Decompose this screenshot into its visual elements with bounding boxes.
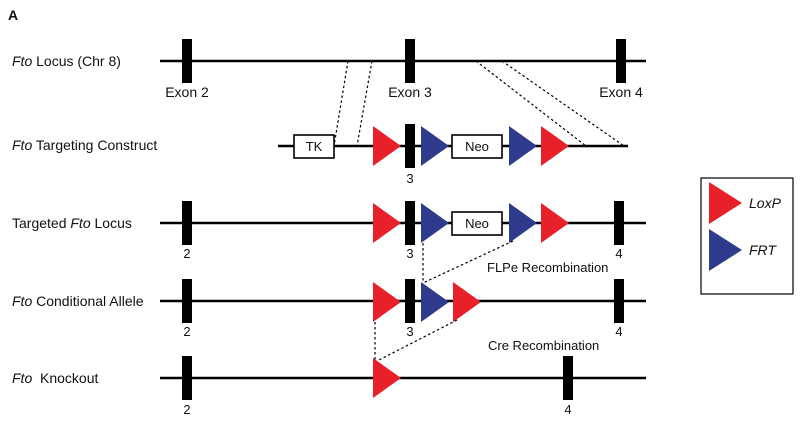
conditional-exon-2-label: 2: [183, 324, 190, 339]
legend: LoxP FRT: [700, 177, 794, 295]
panel-label: A: [8, 7, 18, 23]
row-fto-locus: Fto Locus (Chr 8) Exon 2 Exon 3 Exon 4: [12, 39, 646, 100]
targeted-exon-4: [614, 201, 624, 245]
construct-frt-2: [509, 126, 537, 166]
locus-exon-3: [405, 39, 415, 83]
legend-loxp-label: LoxP: [749, 195, 782, 211]
flpe-recombination-label: FLPe Recombination: [487, 260, 608, 275]
cre-lines: [374, 319, 458, 363]
targeted-exon-2: [182, 201, 192, 245]
locus-exon-4: [616, 39, 626, 83]
locus-exon-2: [182, 39, 192, 83]
targeted-neo-label: Neo: [465, 216, 489, 231]
targeted-loxp-1: [373, 203, 401, 243]
targeted-frt-1: [421, 203, 449, 243]
knockout-exon-2: [182, 356, 192, 400]
flpe-lines: [422, 240, 514, 284]
row-targeted-locus: Targeted Fto Locus Neo 2 3 4: [12, 201, 646, 261]
legend-frt-icon: [709, 229, 742, 271]
locus-exon-4-label: Exon 4: [599, 84, 643, 100]
legend-loxp-icon: [709, 182, 742, 224]
knockout-exon-2-label: 2: [183, 402, 190, 417]
conditional-loxp-1: [373, 282, 401, 322]
row-label-targeted: Targeted Fto Locus: [12, 215, 132, 231]
construct-exon-3: [405, 124, 415, 168]
row-label-locus: Fto Locus (Chr 8): [12, 53, 121, 69]
construct-exon-3-label: 3: [406, 171, 413, 186]
targeted-exon-4-label: 4: [615, 246, 622, 261]
conditional-exon-4: [614, 279, 624, 323]
row-knockout: Fto Knockout 2 4: [12, 356, 646, 417]
targeted-exon-2-label: 2: [183, 246, 190, 261]
targeted-loxp-2: [541, 203, 569, 243]
construct-loxp-2: [541, 126, 569, 166]
neo-label: Neo: [465, 139, 489, 154]
homology-lines: [333, 60, 625, 147]
tk-box: [293, 134, 335, 159]
locus-exon-2-label: Exon 2: [165, 84, 209, 100]
row-label-knockout: Fto Knockout: [12, 370, 98, 386]
conditional-exon-3-label: 3: [406, 324, 413, 339]
row-label-conditional: Fto Conditional Allele: [12, 293, 144, 309]
targeted-frt-2: [509, 203, 537, 243]
locus-exon-3-label: Exon 3: [388, 84, 432, 100]
conditional-exon-3: [405, 279, 415, 323]
knockout-exon-4: [563, 356, 573, 400]
knockout-exon-4-label: 4: [564, 402, 571, 417]
targeted-exon-3: [405, 201, 415, 245]
conditional-frt: [421, 282, 449, 322]
conditional-loxp-2: [453, 282, 481, 322]
conditional-exon-4-label: 4: [615, 324, 622, 339]
knockout-loxp: [373, 358, 401, 398]
legend-frt-label: FRT: [749, 242, 777, 258]
targeted-neo-box: [451, 211, 503, 236]
cre-recombination-label: Cre Recombination: [488, 338, 599, 353]
targeted-exon-3-label: 3: [406, 246, 413, 261]
tk-label: TK: [306, 139, 323, 154]
neo-box: [451, 134, 503, 159]
row-targeting-construct: Fto Targeting Construct TK Neo 3: [12, 124, 628, 186]
conditional-exon-2: [182, 279, 192, 323]
row-conditional-allele: Fto Conditional Allele 2 3 4: [12, 279, 646, 339]
construct-frt-1: [421, 126, 449, 166]
row-label-construct: Fto Targeting Construct: [12, 137, 157, 153]
construct-loxp-1: [373, 126, 401, 166]
